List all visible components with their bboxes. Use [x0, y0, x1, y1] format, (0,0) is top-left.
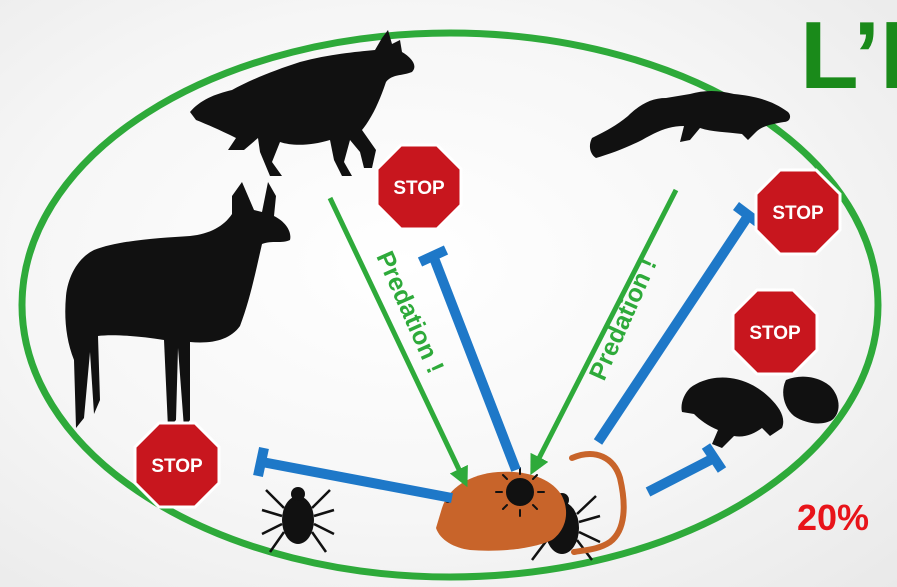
inhibition-arrow-squirrel [648, 446, 722, 492]
inhibition-arrow-deer [258, 448, 452, 498]
tick-icon [262, 487, 334, 552]
svg-text:STOP: STOP [393, 178, 445, 199]
svg-text:STOP: STOP [151, 456, 203, 477]
stop-sign-icon: STOP [135, 423, 219, 507]
stop-sign-icon: STOP [733, 290, 817, 374]
predation-arrow-fox [330, 198, 464, 480]
stop-sign-icon: STOP [377, 145, 461, 229]
percentage-label: 20% [797, 500, 869, 536]
slide-title: L’I [800, 8, 897, 104]
svg-text:STOP: STOP [772, 203, 824, 224]
deer-icon [65, 182, 290, 428]
stop-sign-icon: STOP [756, 170, 840, 254]
marten-icon [590, 91, 790, 158]
rodent-icon [436, 454, 624, 552]
squirrel-icon [681, 377, 838, 448]
svg-text:STOP: STOP [749, 323, 801, 344]
